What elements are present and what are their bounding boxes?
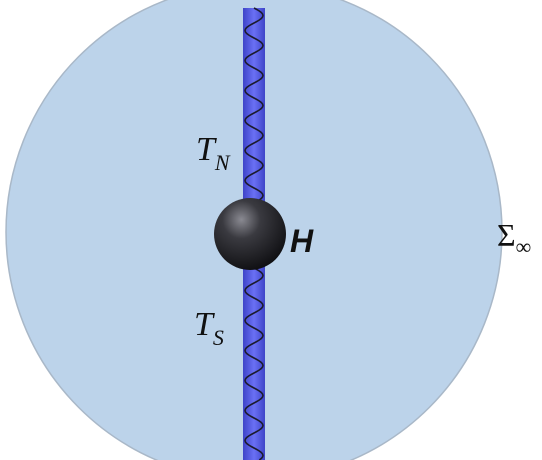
- string-wave-south: [244, 267, 264, 460]
- string-wave-north: [244, 7, 264, 201]
- label-boundary-sub: ∞: [516, 234, 532, 259]
- label-black-hole: H: [290, 223, 314, 259]
- label-south-string-sub: S: [213, 325, 224, 350]
- label-north-string: TN: [196, 131, 231, 175]
- label-boundary: Σ∞: [497, 217, 531, 259]
- label-boundary-main: Σ: [497, 217, 516, 253]
- label-north-string-main: T: [196, 131, 217, 168]
- label-south-string-main: T: [194, 306, 215, 343]
- label-north-string-sub: N: [214, 150, 231, 175]
- black-hole-sphere: [214, 198, 286, 270]
- label-south-string: TS: [194, 306, 224, 350]
